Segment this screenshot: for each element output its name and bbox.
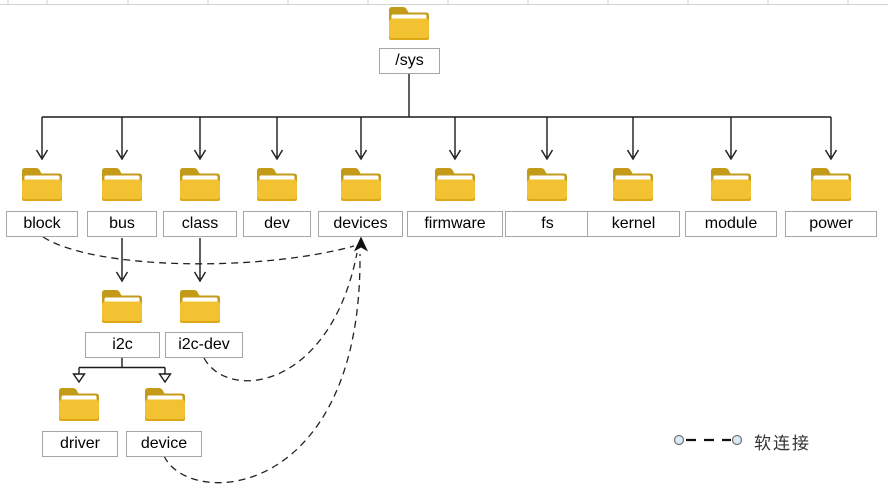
node-label-driver: driver — [42, 431, 118, 457]
top-gridline — [0, 0, 888, 5]
folder-icon — [143, 384, 187, 424]
softlink-block-to-devices — [42, 236, 355, 265]
soft-link-curves — [42, 236, 361, 484]
folder-icon — [100, 164, 144, 204]
node-label-module: module — [685, 211, 777, 237]
node-label-device: device — [126, 431, 202, 457]
node-label-power: power — [785, 211, 877, 237]
node-label-bus: bus — [87, 211, 157, 237]
folder-icon — [57, 384, 101, 424]
folder-icon — [387, 3, 431, 43]
folder-icon — [255, 164, 299, 204]
soft-link-legend-icon — [673, 434, 743, 446]
folder-icon — [100, 286, 144, 326]
node-label-i2c-dev: i2c-dev — [165, 332, 243, 358]
tree-connectors — [35, 74, 838, 384]
node-label-i2c: i2c — [85, 332, 160, 358]
soft-link-legend-label: 软连接 — [754, 434, 811, 453]
folder-icon — [20, 164, 64, 204]
node-label-block: block — [6, 211, 78, 237]
folder-icon — [525, 164, 569, 204]
node-label-dev: dev — [243, 211, 311, 237]
node-label-fs: fs — [505, 211, 590, 237]
folder-icon — [433, 164, 477, 204]
softlink-device-to-devices — [163, 253, 361, 484]
node-label-firmware: firmware — [407, 211, 503, 237]
node-label-kernel: kernel — [587, 211, 680, 237]
folder-icon — [709, 164, 753, 204]
folder-icon — [809, 164, 853, 204]
folder-icon — [611, 164, 655, 204]
node-label-sys: /sys — [379, 48, 440, 74]
softlink-i2cdev-to-devices — [203, 252, 358, 382]
folder-icon — [178, 286, 222, 326]
softlink-arrowhead — [354, 236, 368, 252]
node-label-class: class — [163, 211, 237, 237]
folder-icon — [339, 164, 383, 204]
folder-icon — [178, 164, 222, 204]
node-label-devices: devices — [318, 211, 403, 237]
